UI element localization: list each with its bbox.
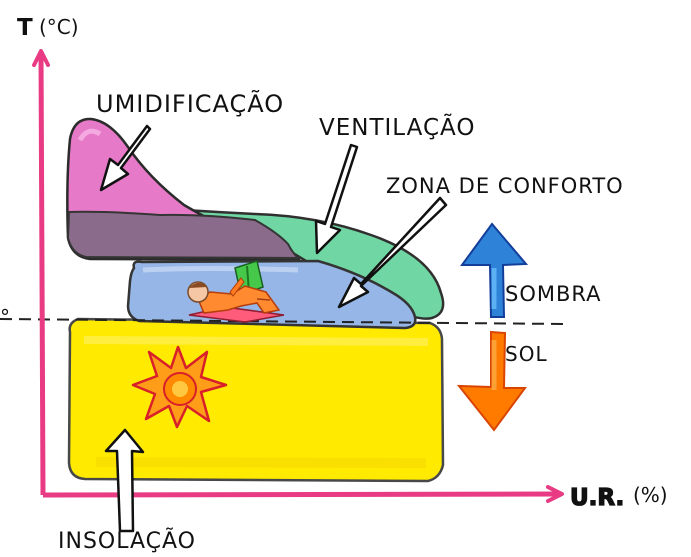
zone-conforto xyxy=(126,259,417,330)
left-cut-text: ° xyxy=(0,305,10,329)
y-axis-label-group: T (°C) xyxy=(17,15,79,41)
sol-label: SOL xyxy=(505,342,548,366)
label-insolacao: INSOLAÇÃO xyxy=(58,527,196,554)
x-axis-unit-label: (%) xyxy=(633,483,668,507)
x-axis-main-label: U.R. xyxy=(570,485,624,511)
label-conforto: ZONA DE CONFORTO xyxy=(386,174,624,198)
sun-icon xyxy=(131,345,228,429)
label-umidificacao: UMIDIFICAÇÃO xyxy=(96,88,284,118)
y-axis-unit-label: (°C) xyxy=(39,15,79,39)
dashed-reference-line xyxy=(0,318,567,325)
sombra-label: SOMBRA xyxy=(505,282,602,306)
y-axis-main-label: T xyxy=(17,15,33,41)
insolacao-pointer xyxy=(104,428,145,533)
zone-insolacao xyxy=(67,317,445,483)
up-arrow-icon xyxy=(460,222,529,318)
ventilacao-pointer xyxy=(314,143,359,255)
down-arrow-icon xyxy=(456,330,527,432)
person-reading-icon xyxy=(187,260,285,323)
x-axis-label-group: U.R. (%) xyxy=(569,483,668,512)
umidificacao-pointer xyxy=(99,124,152,192)
label-ventilacao: VENTILAÇÃO xyxy=(319,113,475,141)
conforto-pointer xyxy=(337,196,448,309)
